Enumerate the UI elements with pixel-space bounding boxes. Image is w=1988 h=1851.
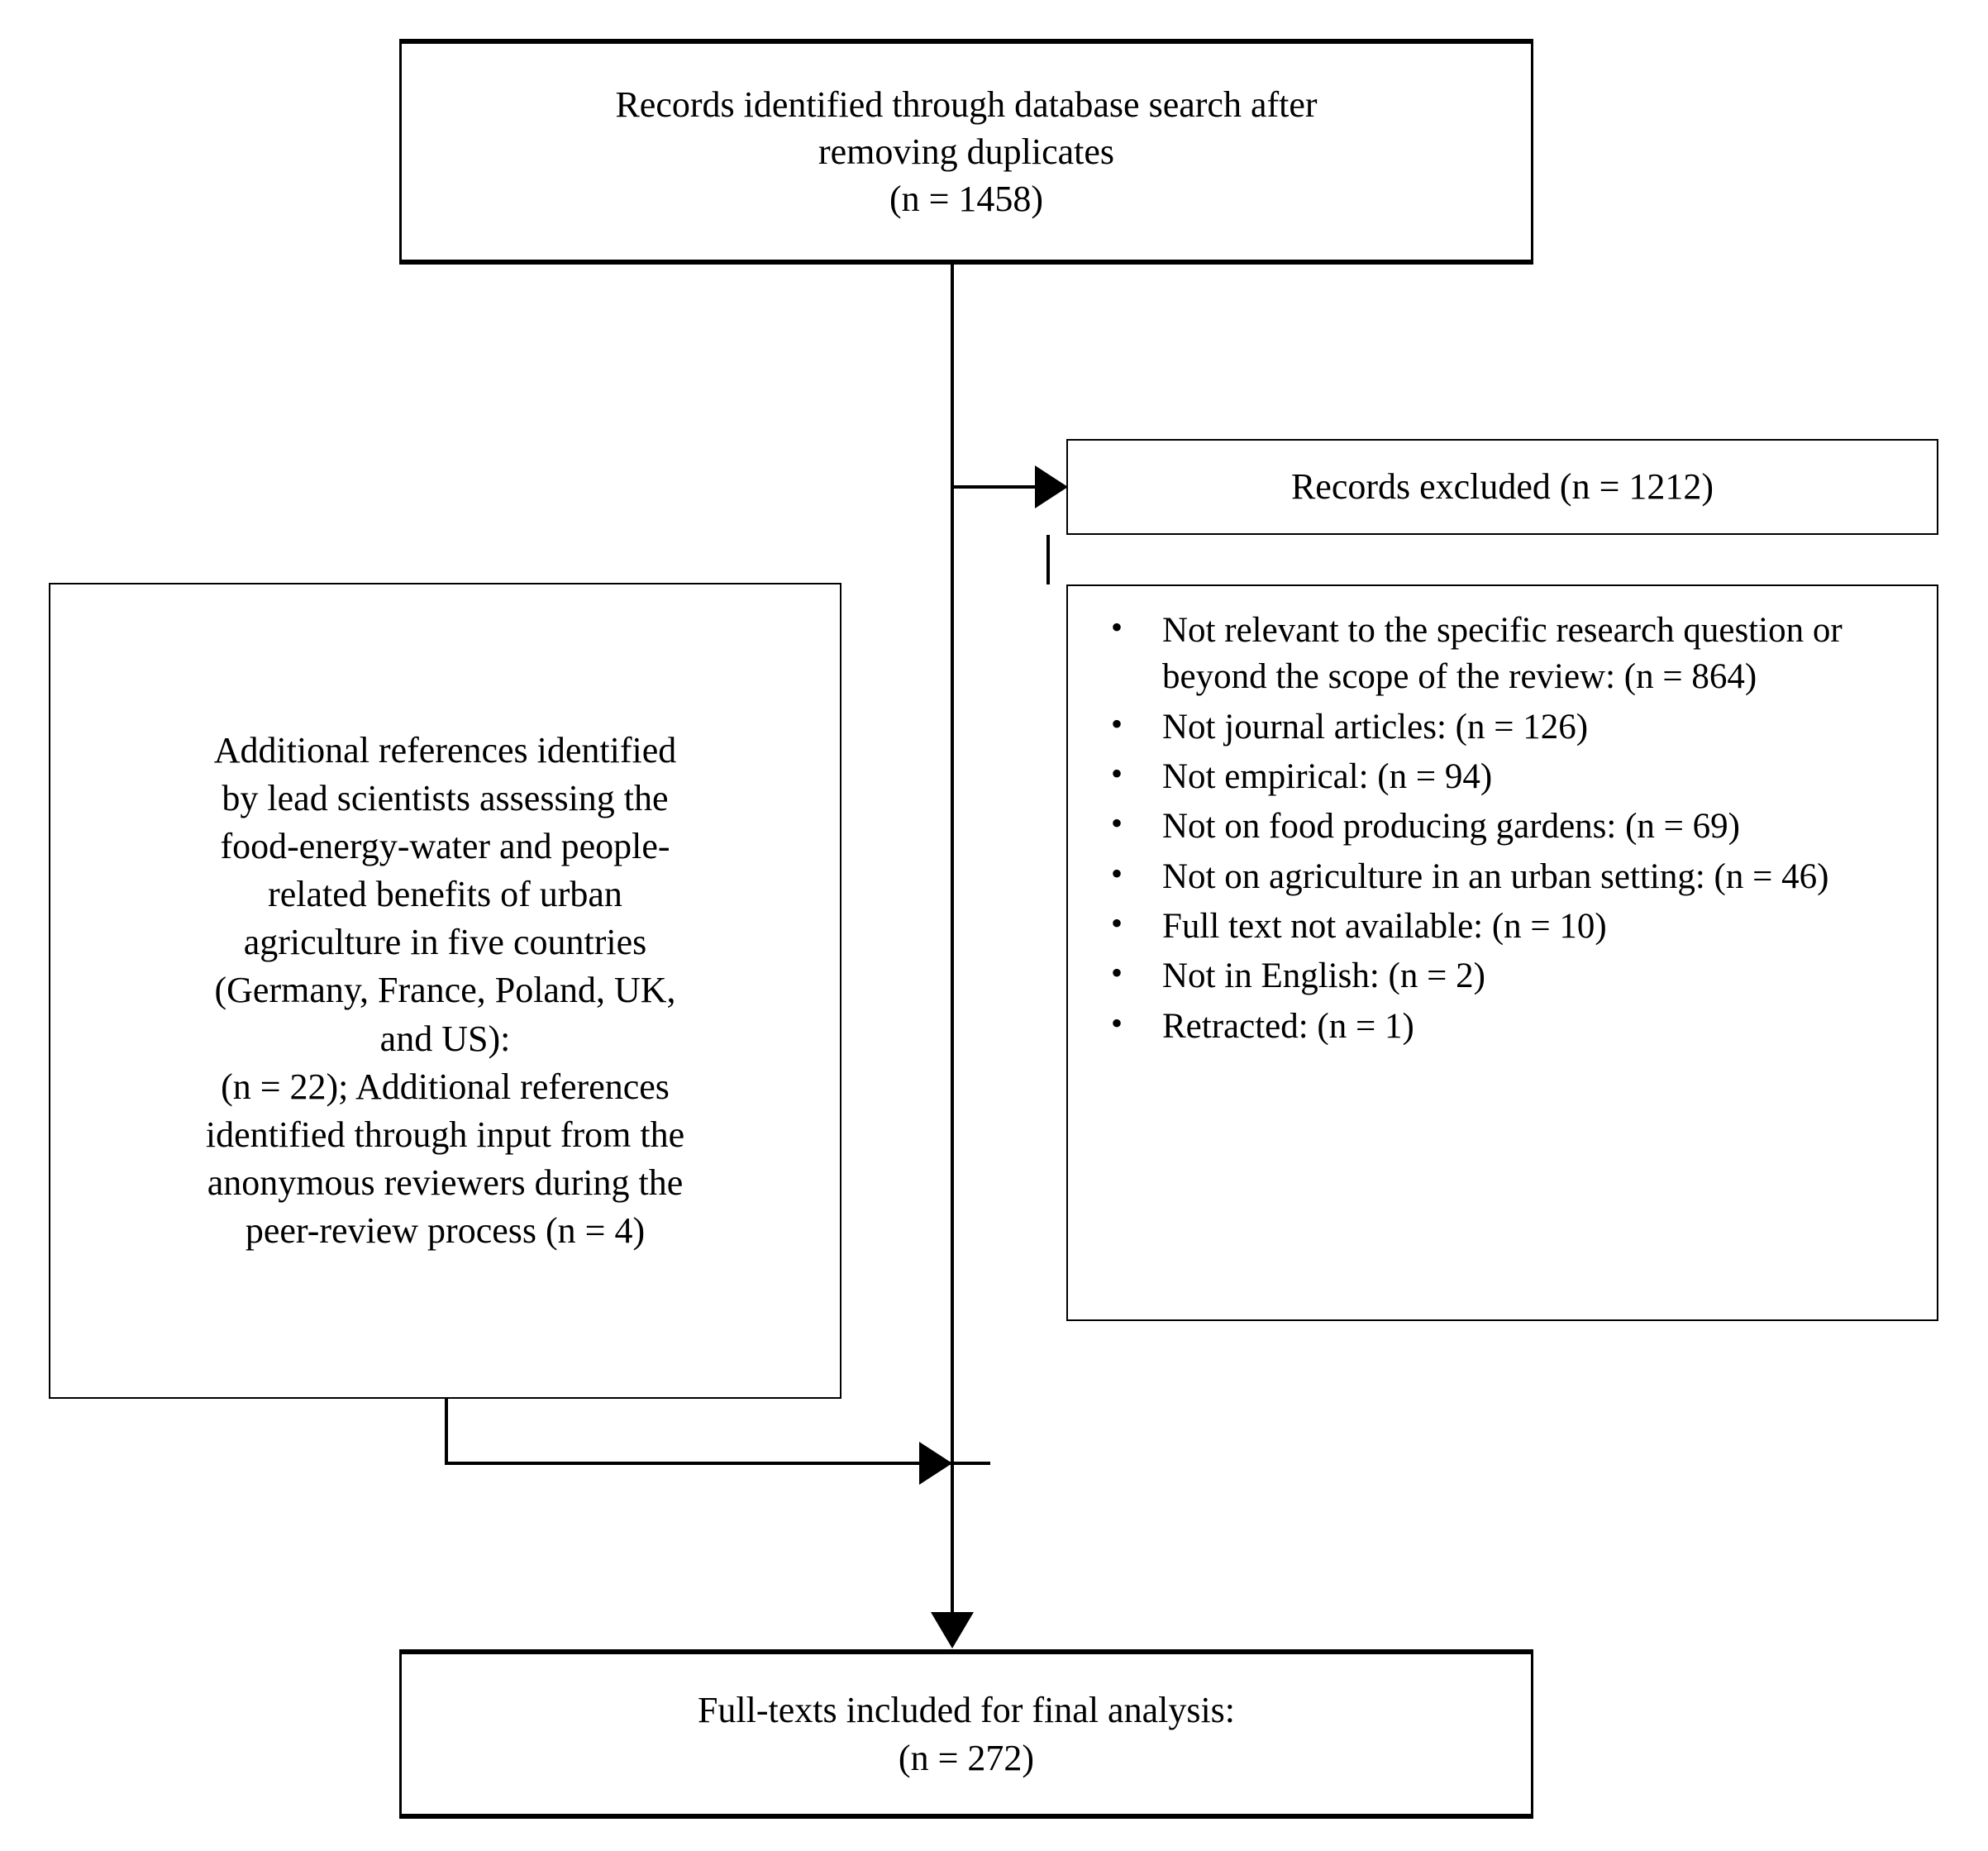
- bullet-icon: •: [1111, 954, 1123, 992]
- excluded-to-reasons-connector: [1046, 535, 1050, 584]
- final-analysis-arrow-icon: [931, 1612, 974, 1648]
- list-item: • Not in English: (n = 2): [1089, 953, 1915, 999]
- bullet-icon: •: [1111, 854, 1123, 892]
- list-item: • Not on agriculture in an urban setting…: [1089, 854, 1915, 900]
- list-item-label: Not journal articles: (n = 126): [1162, 707, 1589, 747]
- bullet-icon: •: [1111, 904, 1123, 942]
- list-item: • Not on food producing gardens: (n = 69…: [1089, 804, 1915, 850]
- exclusion-branch-line: [952, 485, 1045, 489]
- full-texts-included-box: Full-texts included for final analysis: …: [399, 1649, 1533, 1819]
- bullet-icon: •: [1111, 608, 1123, 646]
- list-item: • Retracted: (n = 1): [1089, 1004, 1915, 1050]
- additional-references-box: Additional references identified by lead…: [49, 583, 841, 1399]
- exclusion-reasons-list: • Not relevant to the specific research …: [1089, 608, 1915, 1050]
- records-excluded-box: Records excluded (n = 1212): [1066, 439, 1938, 535]
- full-texts-included-text: Full-texts included for final analysis: …: [697, 1690, 1236, 1778]
- records-identified-text: Records identified through database sear…: [615, 83, 1318, 220]
- additional-refs-arrow-icon: [919, 1442, 952, 1485]
- bullet-icon: •: [1111, 704, 1123, 742]
- records-excluded-text: Records excluded (n = 1212): [1290, 466, 1714, 508]
- exclusion-branch-arrow-icon: [1035, 465, 1068, 508]
- list-item: • Not empirical: (n = 94): [1089, 754, 1915, 800]
- additional-refs-join-line: [445, 1462, 990, 1465]
- list-item: • Not relevant to the specific research …: [1089, 608, 1915, 701]
- bullet-icon: •: [1111, 1004, 1123, 1042]
- additional-references-text: Additional references identified by lead…: [205, 730, 685, 1251]
- list-item-label: Retracted: (n = 1): [1162, 1006, 1414, 1046]
- list-item: • Full text not available: (n = 10): [1089, 904, 1915, 950]
- list-item-label: Not in English: (n = 2): [1162, 957, 1485, 996]
- bullet-icon: •: [1111, 754, 1123, 792]
- list-item: • Not journal articles: (n = 126): [1089, 704, 1915, 751]
- main-flow-line: [951, 265, 954, 1645]
- list-item-label: Full text not available: (n = 10): [1162, 906, 1607, 946]
- records-identified-box: Records identified through database sear…: [399, 39, 1533, 265]
- additional-refs-drop-line: [445, 1399, 448, 1465]
- list-item-label: Not on food producing gardens: (n = 69): [1162, 807, 1740, 847]
- list-item-label: Not empirical: (n = 94): [1162, 756, 1493, 796]
- list-item-label: Not relevant to the specific research qu…: [1162, 611, 1843, 697]
- exclusion-reasons-box: • Not relevant to the specific research …: [1066, 584, 1938, 1321]
- bullet-icon: •: [1111, 804, 1123, 842]
- list-item-label: Not on agriculture in an urban setting: …: [1162, 856, 1829, 896]
